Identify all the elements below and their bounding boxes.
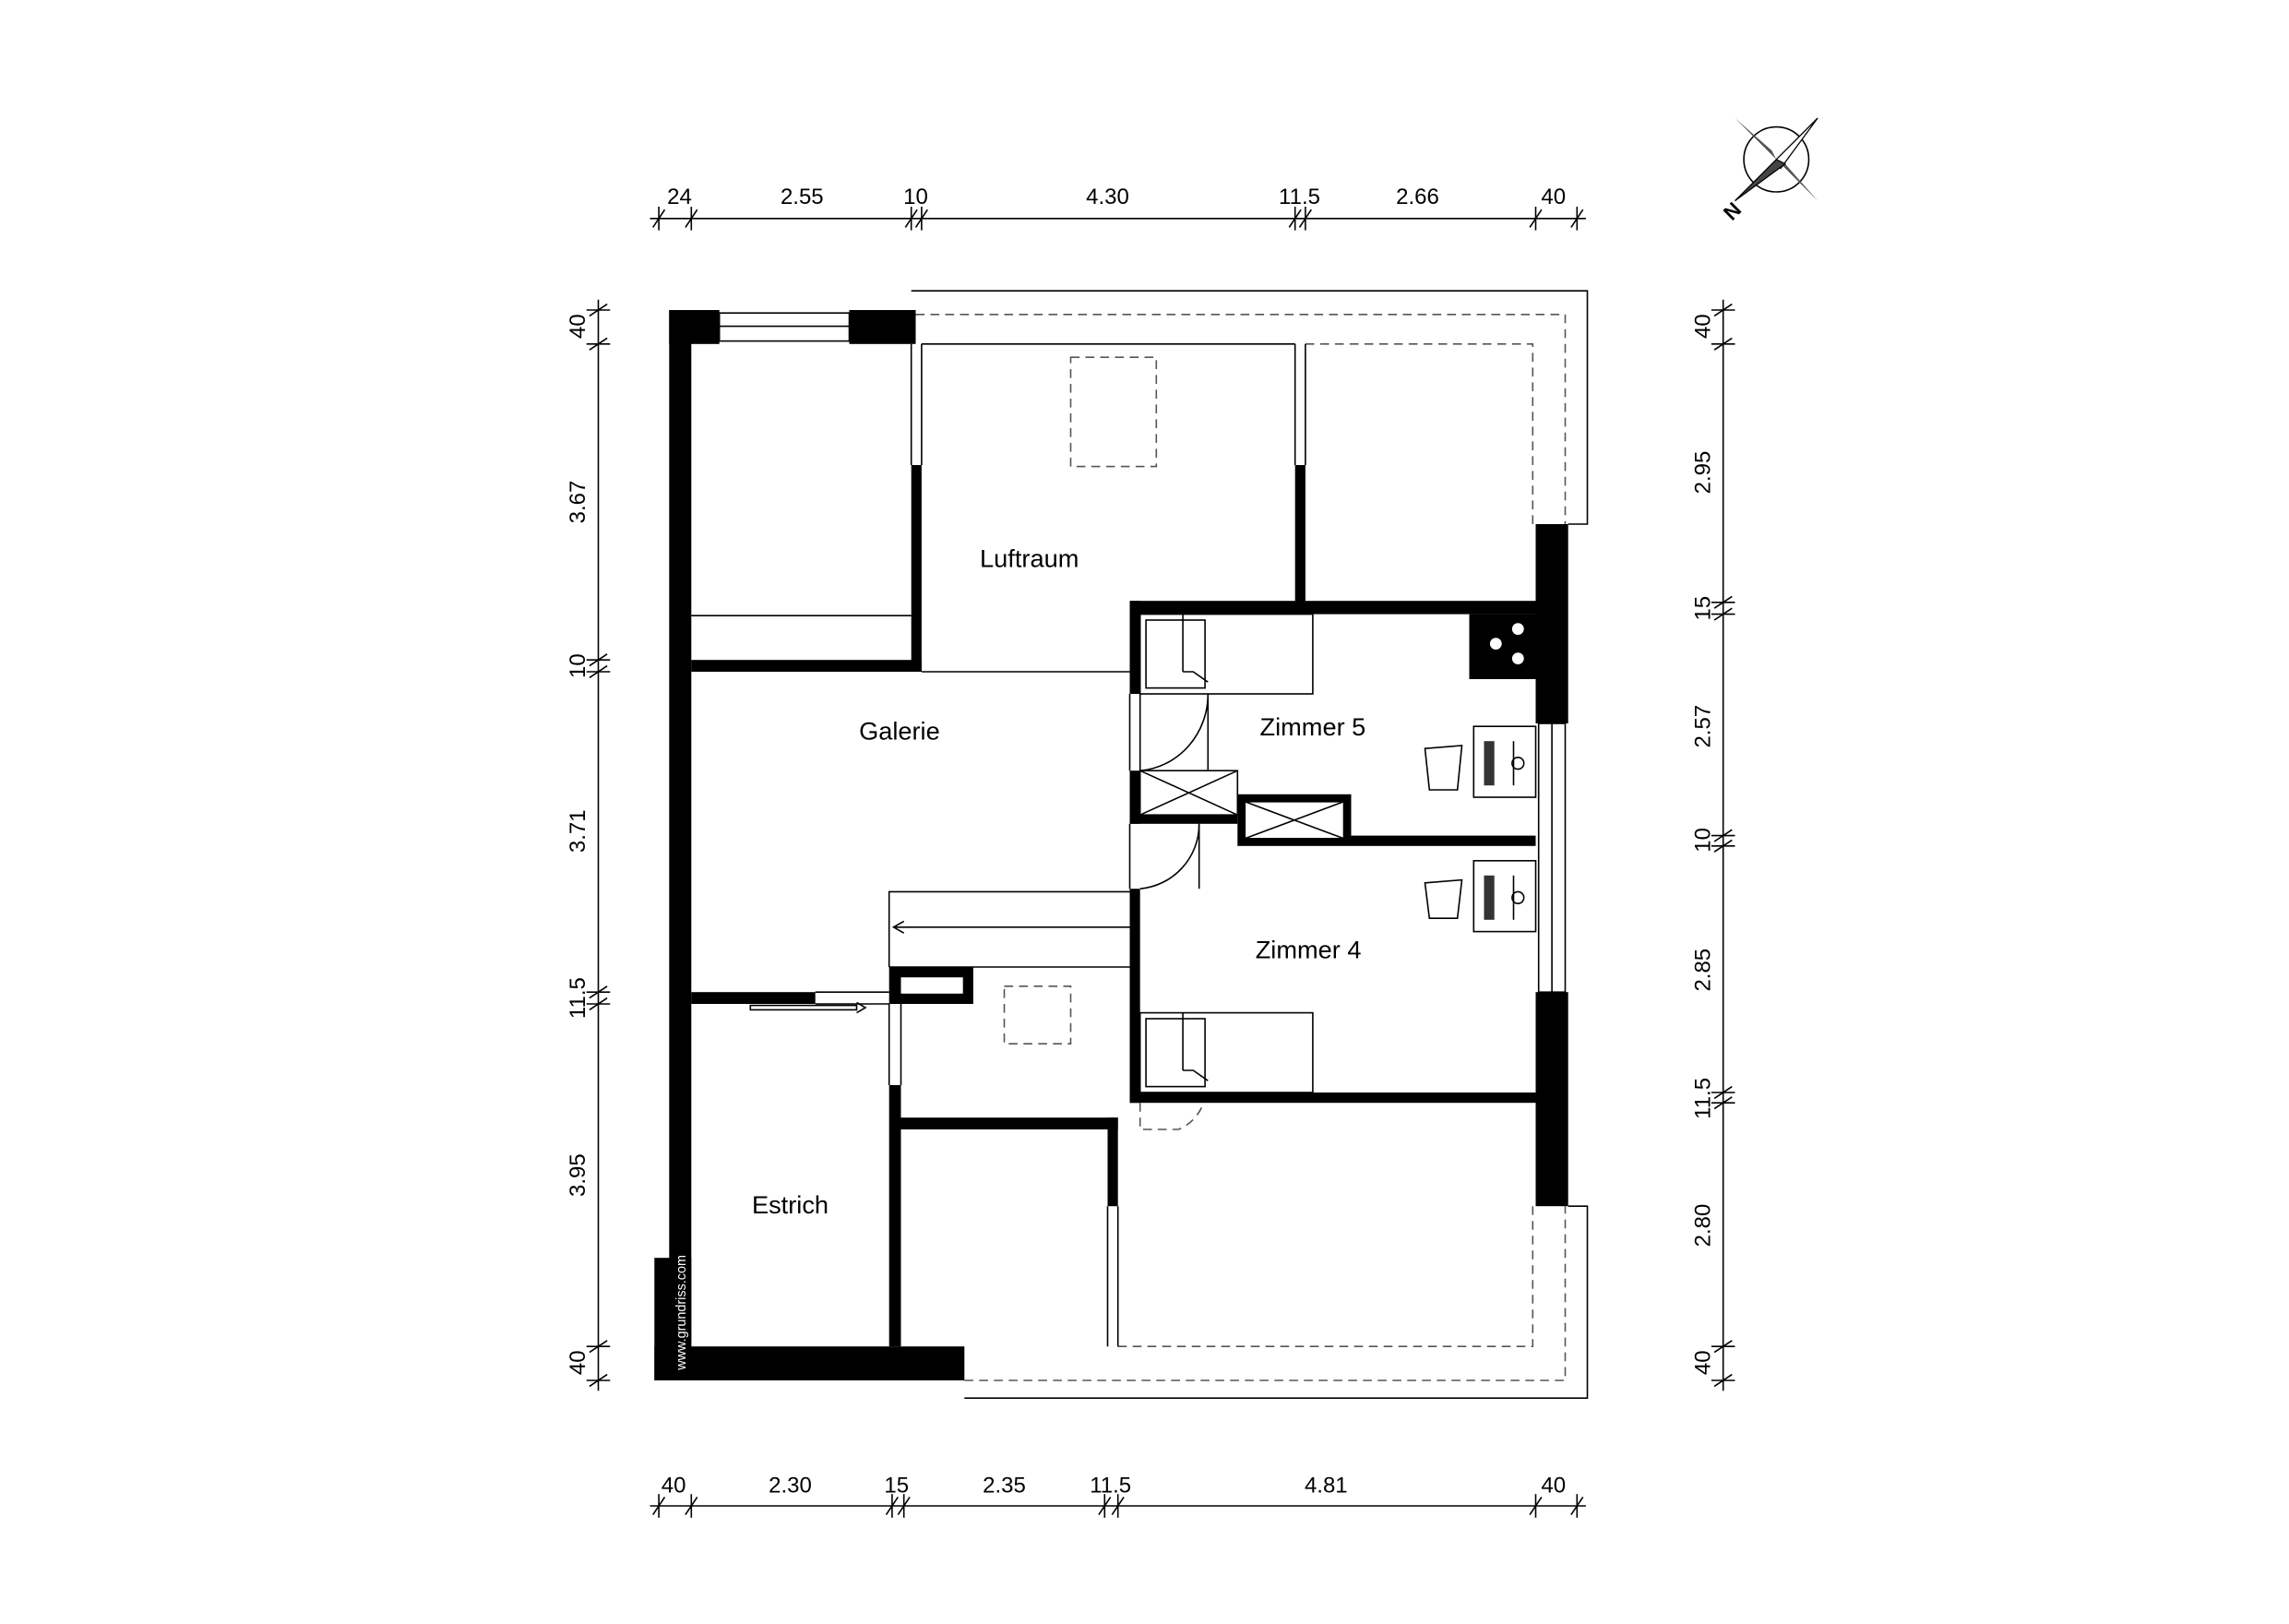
dim-label: 2.30 (769, 1474, 812, 1499)
dim-label: 11.5 (1279, 185, 1320, 209)
dimension-tick (897, 1496, 911, 1516)
dimension-tick (1713, 337, 1733, 351)
dimension-tick (1713, 303, 1733, 317)
dim-label: 4.30 (1086, 185, 1129, 209)
dimension-tick (652, 209, 666, 228)
dimension-tick (589, 985, 608, 999)
dimension-tick (589, 653, 608, 667)
dimension-tick (685, 1496, 698, 1516)
dimension-tick (589, 337, 608, 351)
dimension-tick (1098, 1496, 1112, 1516)
dimension-tick (1713, 839, 1733, 853)
window (718, 312, 1567, 993)
door (1139, 1102, 1205, 1130)
dim-label: 40 (662, 1474, 686, 1499)
dimension-tick (652, 1496, 666, 1516)
dimension-tick (1570, 1496, 1584, 1516)
desk (1424, 860, 1537, 933)
compass-rose-icon: N (1719, 117, 1818, 225)
dim-label: 2.55 (781, 185, 824, 209)
dim-label: 2.80 (1690, 1204, 1715, 1248)
room-label-zimmer-4: Zimmer 4 (1256, 935, 1362, 963)
dim-label: 10 (1690, 828, 1715, 853)
dimension-tick (1111, 1496, 1125, 1516)
dimension-tick (1713, 607, 1733, 621)
dimension-tick (1570, 209, 1584, 228)
dim-label: 3.95 (566, 1153, 590, 1197)
dimension-tick (1298, 209, 1312, 228)
dim-label: 2.66 (1396, 185, 1439, 209)
door (1128, 823, 1200, 890)
dim-label: 2.95 (1690, 451, 1715, 495)
dimension-tick (885, 1496, 899, 1516)
room-label-luftraum: Luftraum (980, 543, 1079, 572)
dim-label: 11.5 (1090, 1474, 1131, 1499)
dimension-tick (589, 303, 608, 317)
dim-label: 15 (1690, 596, 1715, 621)
dim-label: 24 (667, 185, 692, 209)
dimension-tick (685, 209, 698, 228)
dim-label: 3.71 (566, 809, 590, 853)
dimension-tick (1713, 829, 1733, 842)
room-label-galerie: Galerie (859, 717, 940, 746)
dim-label: 2.35 (983, 1474, 1026, 1499)
walls (654, 310, 1568, 1380)
dimension-tick (1288, 209, 1302, 228)
dim-label: 4.81 (1305, 1474, 1348, 1499)
room-label-zimmer-5: Zimmer 5 (1260, 712, 1366, 741)
dimension-tick (904, 209, 918, 228)
dimension-tick (589, 664, 608, 679)
dimension-tick (1713, 1340, 1733, 1354)
dim-label: 40 (1541, 185, 1566, 209)
dimension-right: 40 2.95 15 2.57 10 2.85 11.5 2.80 40 (1690, 299, 1735, 1391)
dim-label: 40 (1541, 1474, 1566, 1499)
dimension-tick (589, 997, 608, 1011)
dimension-tick (1529, 1496, 1543, 1516)
room-label-estrich: Estrich (752, 1190, 829, 1219)
dimension-tick (589, 1373, 608, 1388)
staircase (888, 890, 1130, 968)
closet (1139, 770, 1344, 840)
bed (1139, 613, 1314, 695)
dim-label: 40 (566, 1350, 590, 1375)
dimension-tick (914, 209, 928, 228)
watermark: www.grundriss.com (674, 1255, 689, 1371)
dimension-tick (1713, 1373, 1733, 1388)
north-label: N (1719, 197, 1746, 224)
bed (1139, 1011, 1314, 1093)
dim-label: 2.85 (1690, 949, 1715, 992)
dimension-left: 40 3.67 10 3.71 11.5 3.95 40 (566, 299, 611, 1391)
dim-label: 10 (566, 653, 590, 678)
dimension-tick (589, 1340, 608, 1354)
dimension-tick (1713, 1096, 1733, 1110)
desk (1424, 725, 1537, 798)
dim-label: 2.57 (1690, 705, 1715, 748)
dim-label: 11.5 (566, 977, 590, 1019)
dimension-tick (1529, 209, 1543, 228)
dimension-top: 24 2.55 10 4.30 11.5 2.66 40 (650, 185, 1586, 231)
dimension-tick (1713, 1085, 1733, 1100)
dim-label: 15 (884, 1474, 909, 1499)
dim-label: 10 (903, 185, 928, 209)
dim-label: 40 (1690, 314, 1715, 339)
dimension-bottom: 40 2.30 15 2.35 11.5 4.81 40 (650, 1474, 1586, 1518)
dim-label: 40 (1690, 1350, 1715, 1375)
dim-label: 3.67 (566, 481, 590, 524)
door (1128, 693, 1210, 771)
dimension-tick (1713, 595, 1733, 609)
dim-label: 40 (566, 314, 590, 339)
dim-label: 11.5 (1690, 1078, 1715, 1119)
